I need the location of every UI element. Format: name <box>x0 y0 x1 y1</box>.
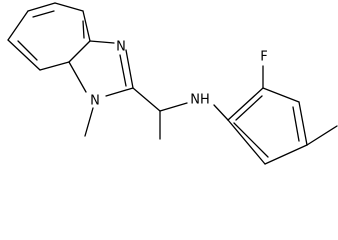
double-bond-inner <box>233 122 269 158</box>
atom-label-n-imidazole: N <box>116 40 126 55</box>
ethyl-linker <box>132 87 188 140</box>
bond <box>68 61 87 93</box>
bond <box>298 101 308 146</box>
molecule-structure: N N NH F <box>7 2 338 165</box>
fluoro-toluidine-ring <box>213 65 338 165</box>
bond <box>159 102 188 112</box>
bond <box>82 10 91 42</box>
bond <box>227 119 266 165</box>
bond <box>39 61 70 71</box>
atom-label-fluorine: F <box>260 50 267 65</box>
bond <box>132 87 161 112</box>
double-bond-inner <box>32 10 55 18</box>
bond <box>7 10 29 41</box>
imidazole-ring <box>68 40 134 137</box>
double-bond-inner <box>82 20 85 39</box>
bond <box>68 40 91 63</box>
methyl-bond <box>84 107 94 137</box>
bond <box>27 2 56 12</box>
double-bond-inner <box>235 95 263 121</box>
methyl-bond <box>306 125 338 146</box>
bond <box>54 2 84 12</box>
benzene-ring-fused <box>7 2 91 71</box>
atom-label-n-methyl: N <box>90 94 100 109</box>
double-bond-inner <box>17 40 38 61</box>
double-bond-inner <box>292 106 300 142</box>
atom-label-nh-amine: NH <box>190 93 210 108</box>
bond <box>262 87 300 103</box>
double-bond-inner <box>119 54 127 87</box>
bond <box>89 40 115 44</box>
bond <box>213 104 229 121</box>
atom-labels: N N NH F <box>90 40 268 109</box>
bond <box>105 87 134 97</box>
bond <box>227 87 264 121</box>
bond <box>7 39 41 71</box>
bond <box>264 144 308 165</box>
bond <box>125 49 134 89</box>
